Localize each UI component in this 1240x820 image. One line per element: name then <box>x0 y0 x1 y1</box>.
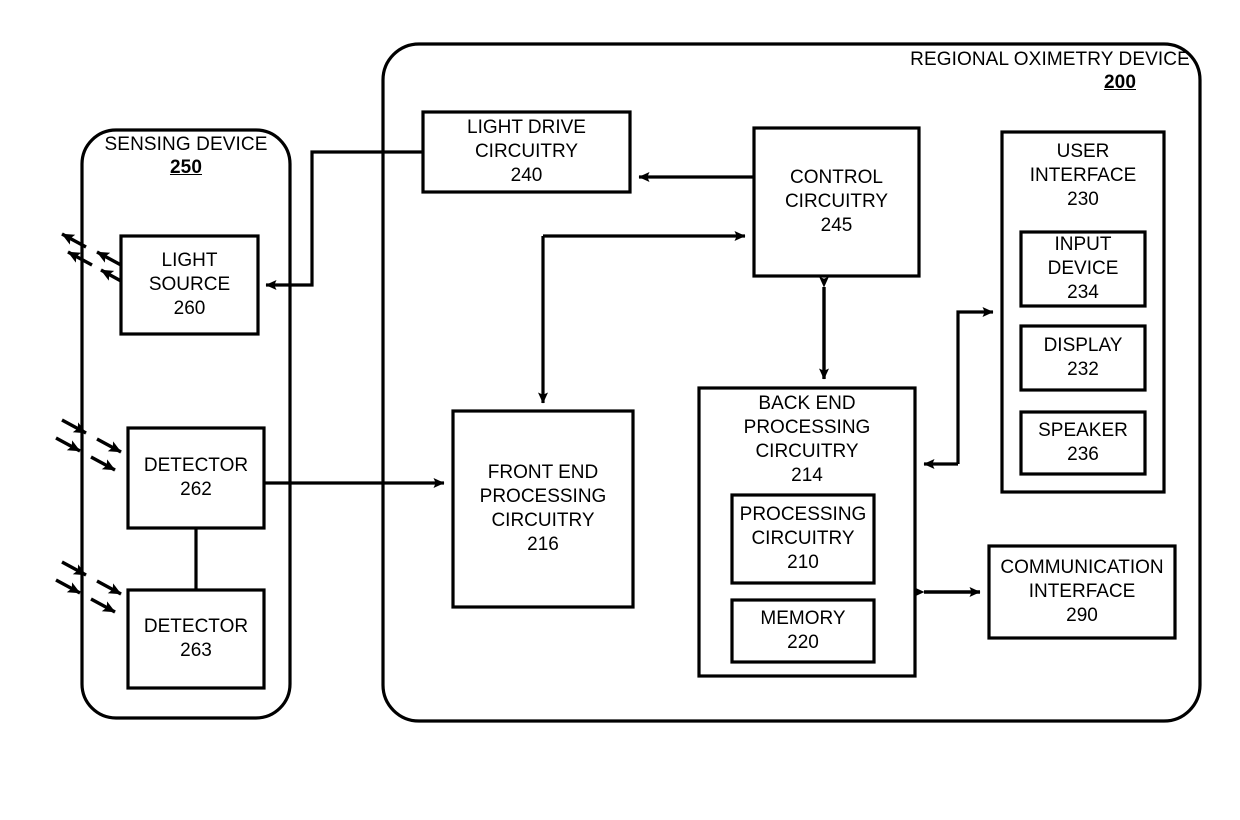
speaker-box <box>1019 410 1147 476</box>
light-drive-line2: CIRCUITRY <box>474 141 579 162</box>
detector-263-light-arrows <box>55 560 122 614</box>
detector-262-label: DETECTOR 262 <box>128 428 264 528</box>
speaker-number: 236 <box>1067 444 1099 465</box>
communication-interface-line2: INTERFACE <box>1028 581 1136 602</box>
connector-light-drive-to-light-source <box>265 150 423 290</box>
control-line2: CIRCUITRY <box>784 191 889 212</box>
back-end-processing-circuitry-box <box>697 386 917 678</box>
light-drive-number: 240 <box>510 165 543 186</box>
processing-circuitry-box <box>730 493 876 585</box>
detector-263-number: 263 <box>180 640 212 661</box>
back-end-line2: PROCESSING <box>743 417 871 438</box>
user-interface-number: 230 <box>1067 189 1099 210</box>
speaker-label: SPEAKER 236 <box>1021 412 1145 474</box>
communication-interface-box <box>987 544 1177 640</box>
back-end-processing-circuitry-label: BACK END PROCESSING CIRCUITRY 214 <box>699 392 915 488</box>
processing-circuitry-label: PROCESSING CIRCUITRY 210 <box>732 495 874 583</box>
light-emission-arrows <box>61 232 122 283</box>
light-drive-line1: LIGHT DRIVE <box>467 117 586 138</box>
processing-line2: CIRCUITRY <box>751 528 855 549</box>
back-end-number: 214 <box>791 465 823 486</box>
light-source-line2: SOURCE <box>148 274 231 295</box>
communication-interface-number: 290 <box>1066 605 1098 626</box>
device-title-text: REGIONAL OXIMETRY DEVICE <box>910 49 1190 70</box>
detector-263-line1: DETECTOR <box>143 616 249 637</box>
user-interface-label: USER INTERFACE 230 <box>1002 140 1164 220</box>
front-end-line2: PROCESSING <box>479 486 607 507</box>
front-end-processing-circuitry-label: FRONT END PROCESSING CIRCUITRY 216 <box>453 411 633 607</box>
display-box <box>1019 324 1147 392</box>
communication-interface-line1: COMMUNICATION <box>1000 557 1164 578</box>
regional-oximetry-device-enclosure <box>381 42 1202 723</box>
light-source-number: 260 <box>173 298 206 319</box>
control-number: 245 <box>820 215 853 236</box>
detector-263-label: DETECTOR 263 <box>128 590 264 688</box>
processing-number: 210 <box>787 552 819 573</box>
sensing-device-number-text: 250 <box>169 157 202 178</box>
memory-line1: MEMORY <box>760 608 846 629</box>
sensing-device-title-text: SENSING DEVICE <box>104 134 268 155</box>
input-device-line1: INPUT <box>1054 234 1112 255</box>
user-interface-line2: INTERFACE <box>1029 165 1137 186</box>
memory-box <box>730 598 876 664</box>
light-drive-circuitry-label: LIGHT DRIVE CIRCUITRY 240 <box>423 112 630 192</box>
light-source-label: LIGHT SOURCE 260 <box>121 236 258 334</box>
communication-interface-label: COMMUNICATION INTERFACE 290 <box>989 546 1175 638</box>
device-number-text: 200 <box>1103 72 1136 93</box>
memory-label: MEMORY 220 <box>732 600 874 662</box>
speaker-line1: SPEAKER <box>1038 420 1128 441</box>
detector-262-line1: DETECTOR <box>143 455 249 476</box>
device-title: REGIONAL OXIMETRY DEVICE <box>900 48 1200 71</box>
front-end-line3: CIRCUITRY <box>491 510 595 531</box>
light-source-line1: LIGHT <box>161 250 218 271</box>
front-end-line1: FRONT END <box>487 462 599 483</box>
input-device-box <box>1019 230 1147 308</box>
display-line1: DISPLAY <box>1043 335 1123 356</box>
display-label: DISPLAY 232 <box>1021 326 1145 390</box>
display-number: 232 <box>1067 359 1099 380</box>
processing-line1: PROCESSING <box>739 504 867 525</box>
control-circuitry-label: CONTROL CIRCUITRY 245 <box>754 128 919 276</box>
input-device-line2: DEVICE <box>1047 258 1119 279</box>
front-end-number: 216 <box>527 534 559 555</box>
input-device-number: 234 <box>1067 282 1099 303</box>
detector-262-light-arrows <box>55 418 122 472</box>
back-end-line1: BACK END <box>758 393 856 414</box>
front-end-processing-circuitry-box <box>451 409 635 609</box>
light-source-box <box>119 234 260 336</box>
detector-262-number: 262 <box>180 479 212 500</box>
connector-to-user-interface <box>956 307 994 464</box>
control-line1: CONTROL <box>790 167 883 188</box>
input-device-label: INPUT DEVICE 234 <box>1021 232 1145 306</box>
back-end-line3: CIRCUITRY <box>755 441 859 462</box>
user-interface-box <box>1000 130 1166 494</box>
memory-number: 220 <box>787 632 819 653</box>
user-interface-line1: USER <box>1056 141 1110 162</box>
device-number: 200 <box>1060 71 1180 94</box>
sensing-device-title: SENSING DEVICE 250 <box>82 133 290 179</box>
control-circuitry-box <box>752 126 921 278</box>
